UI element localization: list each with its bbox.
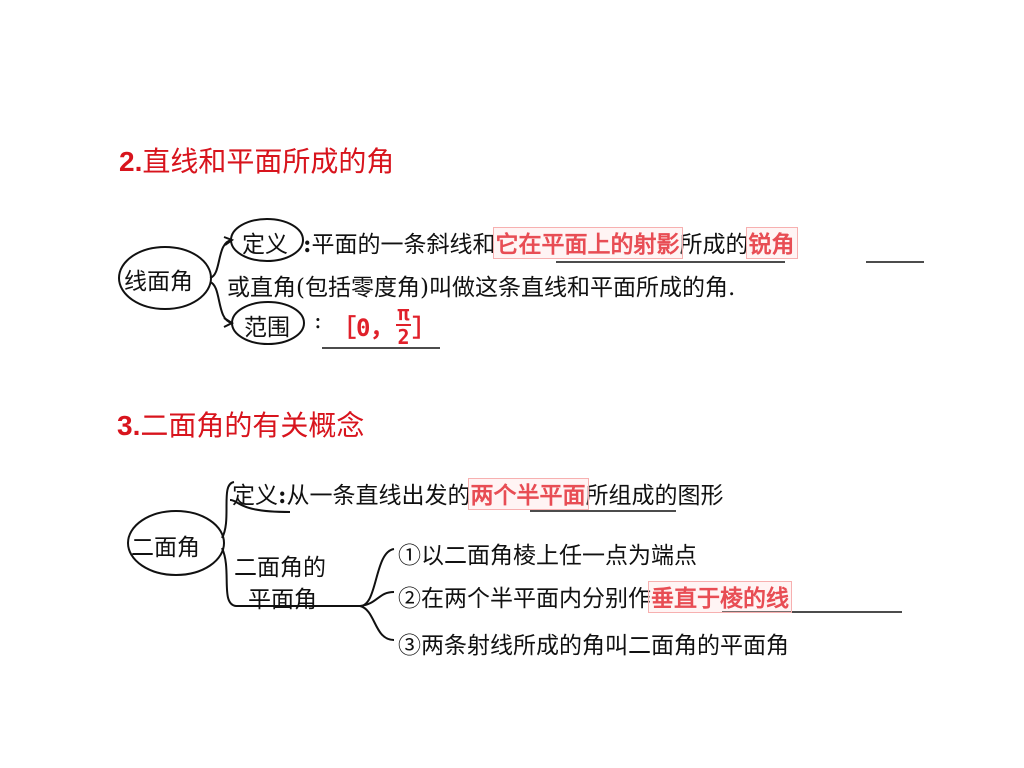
- root-ellipse-dihedral: [127, 510, 225, 576]
- section-3-title: 二面角的有关概念: [140, 409, 365, 442]
- brace-lower-3: [221, 547, 360, 607]
- blank-answer-two-half-planes: 两个半平面: [467, 476, 589, 510]
- arrow-def-2: [223, 236, 235, 246]
- section-2-number: 2.: [119, 146, 143, 177]
- condition-item-2: ②在两个半平面内分别作垂直于棱的线: [398, 579, 792, 613]
- definition-line-2: 或直角(包括零度角)叫做这条直线和平面所成的角.: [227, 275, 736, 301]
- section-3-number: 3.: [117, 410, 141, 441]
- dihedral-root: 二面角: [131, 535, 200, 561]
- plane-angle-label-1: 二面角的: [234, 555, 326, 581]
- condition-item-3: ③两条射线所成的角叫二面角的平面角: [398, 633, 789, 659]
- sub-brace-top: [359, 548, 395, 607]
- range-label: 范围: [244, 315, 290, 341]
- range-colon: :: [314, 308, 322, 334]
- line-plane-angle-root: 线面角: [124, 269, 193, 295]
- blank-answer-perpendicular-lines: 垂直于棱的线: [648, 579, 792, 613]
- def-underline-3: [229, 499, 291, 513]
- sub-brace-mid: [359, 591, 395, 607]
- blank-answer-acute-angle: 锐角: [745, 225, 798, 259]
- section-2-title: 直线和平面所成的角: [142, 145, 395, 178]
- plane-angle-label-2: 平面角: [248, 587, 317, 613]
- condition-item-1: ①以二面角棱上任一点为端点: [398, 543, 697, 569]
- sub-brace-bottom: [359, 605, 395, 641]
- dihedral-definition: 定义:从一条直线出发的两个半平面所组成的图形: [232, 476, 724, 510]
- blank-answer-projection: 它在平面上的射影: [492, 225, 683, 259]
- definition-line-1: :平面的一条斜线和它在平面上的射影所成的锐角: [303, 225, 798, 259]
- brace-upper-3: [221, 481, 235, 539]
- arrow-range-2: [223, 317, 235, 328]
- section-2-heading: 2.直线和平面所成的角: [119, 140, 394, 180]
- section-3-heading: 3.二面角的有关概念: [117, 404, 364, 444]
- def-label-2: 定义: [242, 232, 288, 258]
